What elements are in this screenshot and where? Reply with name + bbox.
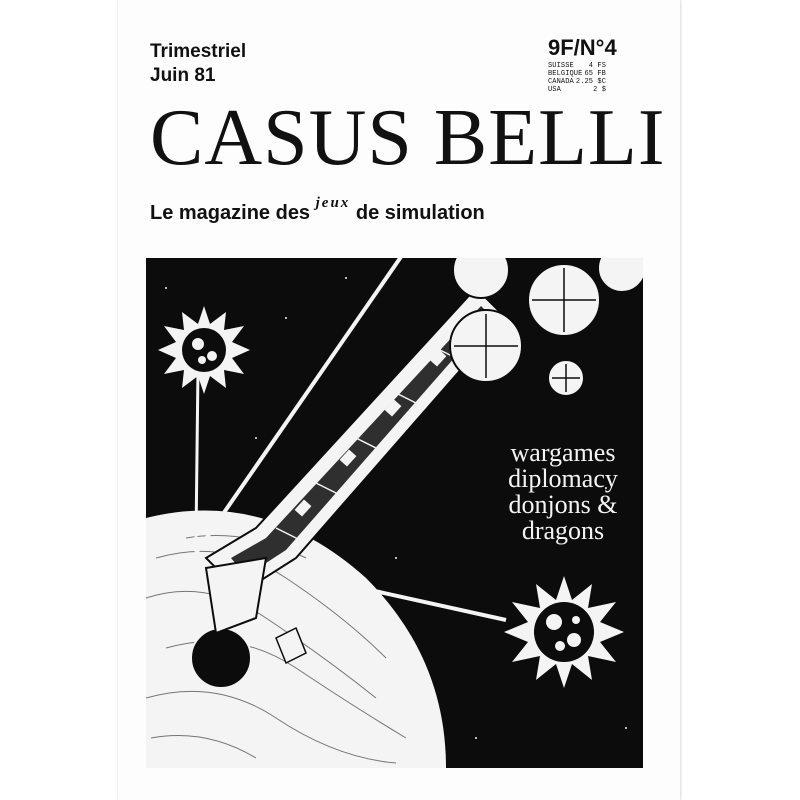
price-row: BELGIQUE 65 FB bbox=[548, 70, 606, 78]
planet-swirls bbox=[146, 535, 407, 764]
price-row: USA 2 $ bbox=[548, 86, 606, 94]
feature-item: diplomacy bbox=[508, 464, 618, 493]
spaceship bbox=[190, 258, 643, 689]
price-issue-number: 9F/N°4 bbox=[548, 35, 617, 60]
explosion-top-left bbox=[158, 306, 250, 394]
price-value: 2 $ bbox=[593, 86, 606, 94]
feature-item: dragons bbox=[521, 516, 605, 545]
price-block: 9F/N°4 SUISSE 4 FS BELGIQUE 65 FB CANADA… bbox=[548, 35, 617, 95]
price-country: USA bbox=[548, 86, 561, 94]
price-country: CANADA bbox=[548, 78, 574, 86]
price-value: 4 FS bbox=[588, 62, 606, 70]
subtitle: Le magazine des jeux de simulation bbox=[150, 195, 650, 228]
price-row: SUISSE 4 FS bbox=[548, 62, 606, 70]
masthead-title: CASUS BELLI bbox=[150, 98, 665, 178]
subtitle-jeux: jeux bbox=[315, 195, 351, 211]
price-country: BELGIQUE bbox=[548, 70, 583, 78]
subtitle-before: Le magazine des bbox=[150, 202, 311, 224]
subtitle-after: de simulation bbox=[355, 202, 485, 224]
periodicity-label: Trimestriel bbox=[150, 41, 247, 62]
space-battle-illustration bbox=[146, 258, 643, 768]
price-row: CANADA 2.25 $C bbox=[548, 78, 606, 86]
periodicity-block: Trimestriel Juin 81 bbox=[150, 40, 246, 88]
cover-illustration bbox=[146, 258, 643, 768]
stars bbox=[165, 277, 627, 739]
price-table: SUISSE 4 FS BELGIQUE 65 FB CANADA 2.25 $… bbox=[548, 62, 617, 94]
feature-item: wargames bbox=[510, 438, 616, 467]
issue-date: Juin 81 bbox=[150, 65, 216, 86]
masthead-text: CASUS BELLI bbox=[150, 94, 666, 182]
feature-item: donjons & bbox=[508, 490, 618, 519]
price-value: 65 FB bbox=[584, 70, 606, 78]
laser-beams bbox=[194, 258, 507, 622]
explosion-bottom-right bbox=[504, 576, 624, 688]
price-country: SUISSE bbox=[548, 62, 574, 70]
feature-list: wargames diplomacy donjons & dragons bbox=[478, 440, 648, 544]
price-value: 2.25 $C bbox=[575, 78, 606, 86]
